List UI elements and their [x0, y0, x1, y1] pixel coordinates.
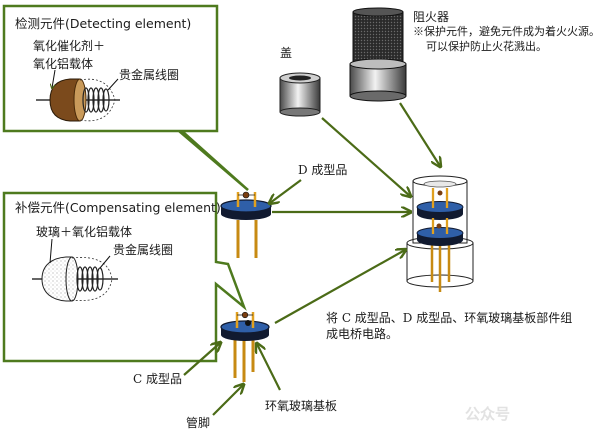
compensating-bead-illustration [32, 238, 118, 302]
detecting-element-callout [2, 4, 249, 191]
connector-arrows [183, 102, 440, 416]
arrow-c-label [183, 343, 220, 376]
detecting-material-line2: 氧化铝载体 [33, 57, 94, 71]
bridge-note-line1: 将 C 成型品、D 成型品、环氧玻璃基板部件组 [326, 311, 573, 325]
assembled-sensor-illustration [406, 175, 474, 292]
cap-label: 盖 [280, 46, 293, 60]
arrow-c-product-to-sensor [274, 250, 405, 324]
compensating-material: 玻璃＋氧化铝载体 [36, 225, 133, 239]
arrow-d-label [270, 179, 302, 203]
coil-icon [82, 87, 110, 113]
epoxy-board-label: 环氧玻璃基板 [265, 399, 338, 413]
arrow-cap-to-sensor [321, 117, 410, 196]
flame-arrester-illustration [349, 7, 407, 102]
detecting-bead-illustration [36, 69, 120, 122]
d-product-label: D 成型品 [298, 163, 348, 177]
watermark: 公众号 [465, 405, 511, 423]
flame-arrester-note2: 可以保护防止火花溅出。 [426, 40, 547, 53]
c-product-label: C 成型品 [133, 372, 182, 386]
arrow-pin-label [212, 385, 243, 416]
cap-illustration [279, 72, 321, 117]
compensating-coil-label: 贵金属线圈 [113, 243, 174, 257]
arrow-epoxy-label [257, 344, 281, 391]
callout-bubble-detecting [2, 4, 249, 191]
flame-arrester-label: 阻火器 [413, 10, 450, 24]
compensating-element-callout [2, 191, 247, 363]
d-product-illustration [220, 191, 272, 258]
detecting-coil-label: 贵金属线圈 [119, 68, 180, 82]
pin-label: 管脚 [186, 416, 211, 430]
bridge-note-line2: 成电桥电路。 [326, 327, 399, 341]
detecting-material-line1: 氧化催化剂＋ [33, 39, 106, 53]
callout-bubble-compensating [2, 191, 247, 363]
flame-arrester-note1: ※保护元件，避免元件成为着火火源。 [413, 25, 600, 38]
compensating-element-title: 补偿元件(Compensating element) [15, 200, 221, 215]
arrow-arrester-to-sensor [399, 102, 440, 166]
c-product-illustration [220, 311, 270, 382]
detecting-element-title: 检测元件(Detecting element) [15, 16, 192, 31]
